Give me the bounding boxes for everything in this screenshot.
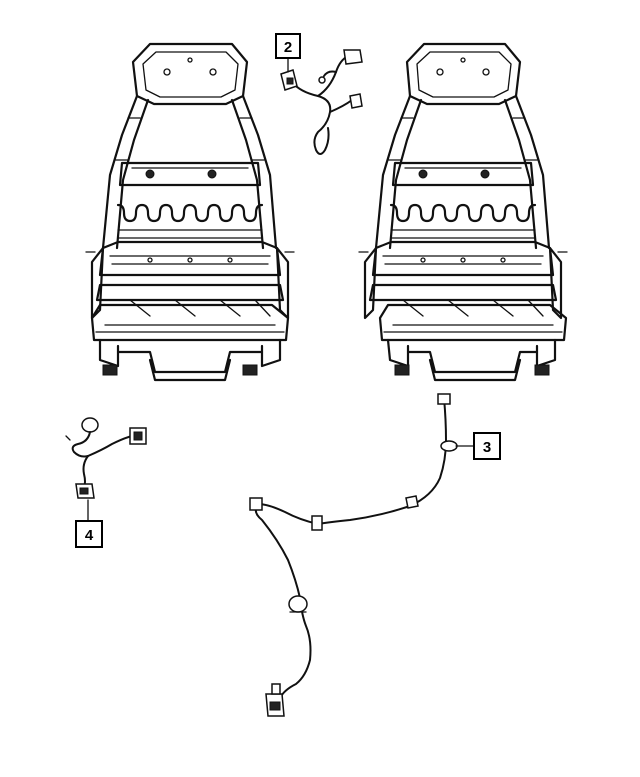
part-2-harness[interactable] — [280, 49, 363, 155]
callout-3-label: 3 — [483, 439, 491, 456]
callout-4: 4 — [75, 499, 103, 548]
callout-2: 2 — [275, 33, 301, 73]
callout-4-label: 4 — [85, 527, 94, 544]
part-4-harness[interactable] — [65, 417, 147, 499]
part-3-harness[interactable] — [249, 393, 458, 717]
right-seat-frame — [358, 42, 568, 382]
callout-2-label: 2 — [284, 39, 292, 56]
left-seat-frame — [85, 42, 295, 382]
callout-3: 3 — [455, 432, 501, 460]
